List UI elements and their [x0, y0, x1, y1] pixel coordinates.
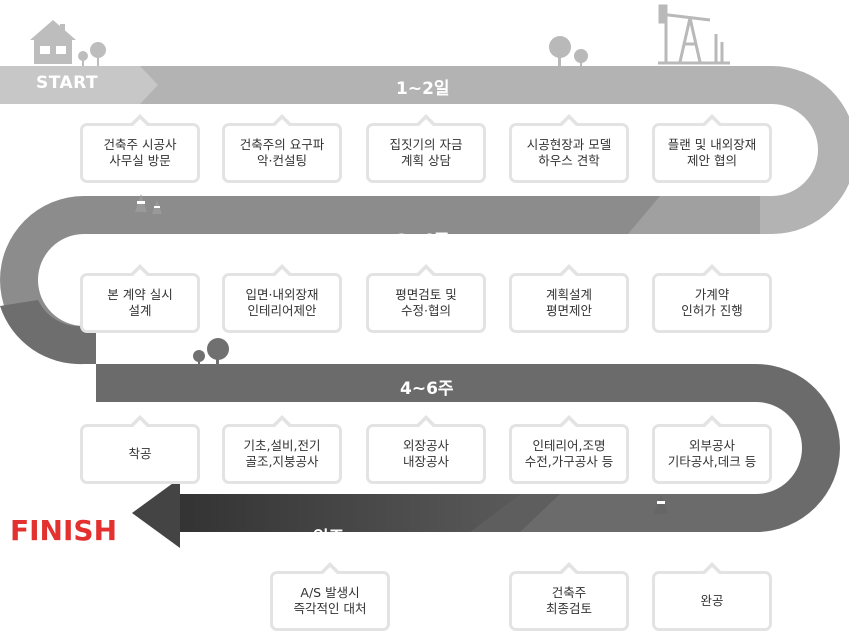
step-box: 인테리어,조명 수전,가구공사 등	[509, 415, 629, 484]
traffic-cone-icon	[654, 494, 668, 514]
traffic-cone-icon	[135, 194, 162, 214]
tree-icon	[549, 36, 588, 66]
step-box: 계획설계 평면제안	[509, 264, 629, 333]
phase-4-label: 입주	[313, 528, 345, 548]
step-box: 외부공사 기타공사,데크 등	[652, 415, 772, 484]
step-box: 가계약 인허가 진행	[652, 264, 772, 333]
oil-pump-icon	[658, 4, 730, 65]
step-box: 시공현장과 모델 하우스 견학	[509, 114, 629, 183]
tree-icon	[78, 42, 106, 66]
step-box: 본 계약 실시 설계	[80, 264, 200, 333]
step-box: 기초,설비,전기 골조,지붕공사	[222, 415, 342, 484]
lane-3	[96, 364, 840, 532]
step-box: 입면·내외장재 인테리어제안	[222, 264, 342, 333]
finish-label: FINISH	[10, 514, 117, 547]
phase-3-label: 4~6주	[400, 379, 454, 399]
step-box: 외장공사 내장공사	[366, 415, 486, 484]
step-box: A/S 발생시 즉각적인 대처	[270, 562, 390, 631]
house-icon	[30, 20, 76, 64]
step-box: 완공	[652, 562, 772, 631]
step-box: 건축주의 요구파 악·컨설팅	[222, 114, 342, 183]
phase-1-label: 1~2일	[396, 79, 450, 99]
phase-2-label: 2~4주	[396, 231, 450, 251]
step-box: 착공	[80, 415, 200, 484]
step-box: 플랜 및 내외장재 제안 협의	[652, 114, 772, 183]
step-box: 집짓기의 자금 계획 상담	[366, 114, 486, 183]
step-box: 건축주 최종검토	[509, 562, 629, 631]
tree-icon	[193, 338, 229, 365]
start-label: START	[36, 73, 99, 93]
step-box: 평면검토 및 수정·협의	[366, 264, 486, 333]
step-box: 건축주 시공사 사무실 방문	[80, 114, 200, 183]
